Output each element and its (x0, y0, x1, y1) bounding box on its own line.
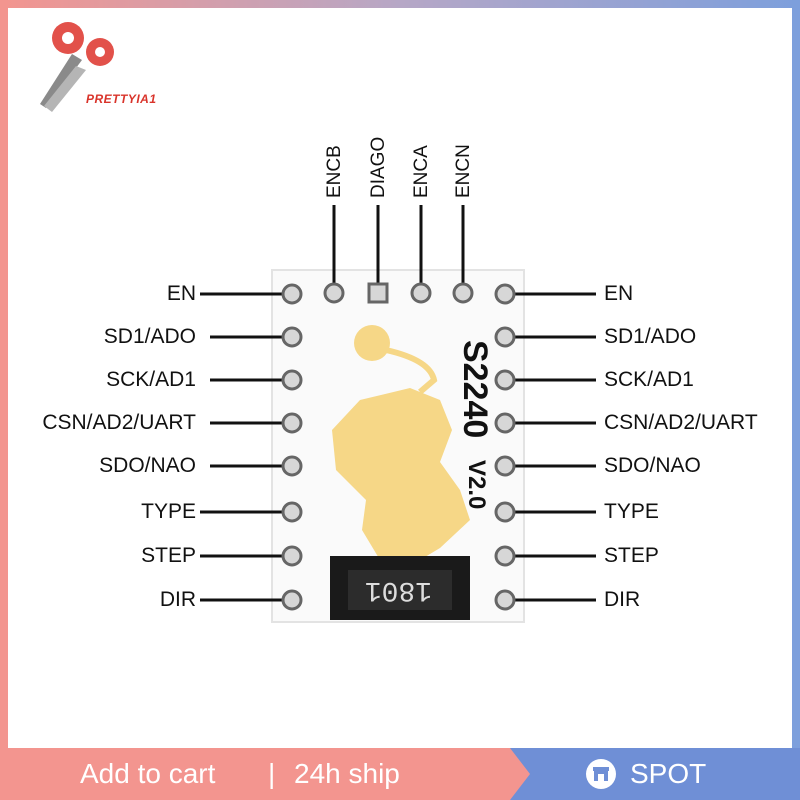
bottom-bar: Add to cart | 24h ship SPOT (0, 748, 800, 800)
left-pin-label: SDO/NAO (99, 454, 196, 477)
left-pin-label: DIR (159, 588, 196, 611)
brand-name: PRETTYIA1 (86, 92, 157, 106)
top-pin-label: ENCA (411, 145, 432, 198)
right-pin-label: EN (604, 282, 634, 305)
gold-logo-head (354, 325, 390, 361)
right-pin-label: SDO/NAO (604, 454, 701, 477)
left-pin-label: SD1/ADO (103, 325, 196, 348)
left-pin-label: SCK/AD1 (106, 368, 196, 391)
left-pin-pads (281, 283, 303, 611)
frame-right (792, 0, 800, 800)
right-pin-pads (494, 283, 516, 611)
left-pin-lines (200, 292, 290, 602)
top-pin-label: ENCB (324, 145, 345, 198)
right-pin-label: SD1/ADO (604, 325, 697, 348)
left-pin-label: EN (166, 282, 196, 305)
add-to-cart-banner[interactable] (0, 748, 530, 800)
gold-logo (332, 388, 470, 560)
right-pin-label: SCK/AD1 (604, 368, 694, 391)
top-pin-label: DIAGO (368, 136, 389, 198)
right-pin-label: CSN/AD2/UART (604, 411, 758, 434)
left-pin-label: STEP (141, 544, 196, 567)
frame-top (0, 0, 800, 8)
resistor-code: 1801 (364, 574, 432, 605)
add-to-cart-label[interactable]: Add to cart (80, 758, 216, 789)
spot-label: SPOT (630, 758, 707, 789)
frame-left (0, 0, 8, 800)
right-pin-lines (508, 292, 596, 602)
spot-banner (510, 748, 800, 800)
left-pin-label: CSN/AD2/UART (42, 411, 196, 434)
chip-version: V2.0 (463, 460, 490, 510)
right-pin-label: TYPE (604, 500, 659, 523)
left-pin-label: TYPE (141, 500, 196, 523)
top-pin-lines (332, 205, 465, 292)
scissors-icon (40, 22, 114, 112)
top-pin-label: ENCN (453, 144, 474, 198)
store-icon (586, 759, 616, 789)
footer-separator: | (268, 758, 276, 789)
top-pin-pads (323, 282, 474, 304)
shipping-label: 24h ship (294, 758, 400, 789)
chip-model: S2240 (456, 340, 494, 439)
right-pin-label: DIR (604, 588, 641, 611)
brand-logo: PRETTYIA1 (16, 8, 186, 118)
right-pin-label: STEP (604, 544, 659, 567)
